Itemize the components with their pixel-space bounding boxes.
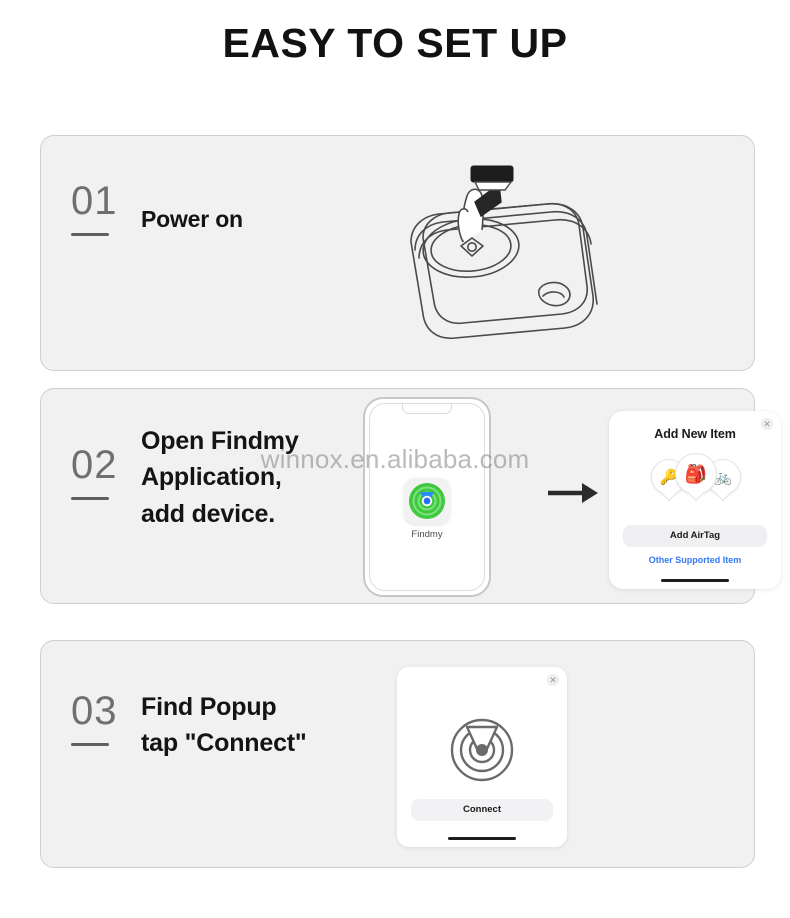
- other-supported-item-link[interactable]: Other Supported Item: [648, 555, 742, 565]
- step-1-dash: [71, 233, 109, 236]
- step-3-number-wrap: 03: [71, 689, 137, 746]
- phone-screen: Findmy: [369, 403, 485, 591]
- page-title: EASY TO SET UP: [222, 20, 568, 66]
- step-3-line-2: tap "Connect": [141, 729, 307, 758]
- findmy-app-label: Findmy: [411, 529, 443, 540]
- step-1-number-wrap: 01: [71, 181, 137, 236]
- findmy-radar-outline-icon: [450, 718, 514, 782]
- step-card-2: 02 Open Findmy Application, add device.: [40, 388, 781, 604]
- step-2-number: 02: [71, 443, 118, 487]
- step-3-label: Find Popup tap "Connect": [141, 689, 307, 762]
- finger-icon: [457, 165, 514, 243]
- findmy-app-shortcut[interactable]: Findmy: [387, 478, 467, 540]
- home-indicator-bar: [448, 836, 516, 840]
- close-icon[interactable]: ✕: [547, 674, 559, 686]
- item-pins-group: 🔑 🚲 🎒: [609, 451, 781, 503]
- step-1-label: Power on: [141, 206, 243, 232]
- arrow-right-icon: [548, 483, 598, 503]
- add-airtag-button[interactable]: Add AirTag: [623, 525, 767, 547]
- dialog-title: Add New Item: [654, 427, 736, 441]
- step-3-line-1: Find Popup: [141, 693, 277, 721]
- bicycle-glyph: 🚲: [713, 469, 733, 486]
- step-3-number: 03: [71, 689, 118, 733]
- step-2-dash: [71, 497, 109, 500]
- findmy-radar-icon[interactable]: [404, 478, 450, 524]
- step-2-line-1: Open Findmy: [141, 427, 299, 455]
- key-glyph: 🔑: [659, 469, 679, 486]
- tracker-device-illustration: [410, 165, 598, 339]
- step-2-label: Open Findmy Application, add device.: [141, 423, 299, 532]
- step-3-header: 03 Find Popup tap "Connect": [71, 689, 307, 762]
- connect-button[interactable]: Connect: [411, 799, 553, 821]
- step-card-1: 01 Power on: [40, 135, 755, 371]
- step-2-header: 02 Open Findmy Application, add device.: [71, 423, 299, 532]
- backpack-glyph: 🎒: [684, 463, 708, 484]
- step-3-dash: [71, 743, 109, 746]
- add-new-item-dialog: ✕ Add New Item 🔑 🚲 🎒 Add AirTag Other Su…: [609, 411, 781, 589]
- step-2-number-wrap: 02: [71, 423, 137, 500]
- close-icon[interactable]: ✕: [761, 418, 773, 430]
- step-card-3: 03 Find Popup tap "Connect" ✕ Connect: [40, 640, 755, 868]
- step-1-number: 01: [71, 179, 118, 223]
- phone-notch: [402, 404, 452, 414]
- phone-mockup: Findmy: [363, 397, 491, 597]
- home-indicator-bar: [661, 578, 729, 582]
- connect-popup: ✕ Connect: [397, 667, 567, 847]
- step-2-line-3: add device.: [141, 499, 275, 528]
- step-1-header: 01 Power on: [71, 181, 243, 236]
- backpack-pin-icon: 🎒: [675, 453, 717, 495]
- step-2-line-2: Application,: [141, 463, 282, 492]
